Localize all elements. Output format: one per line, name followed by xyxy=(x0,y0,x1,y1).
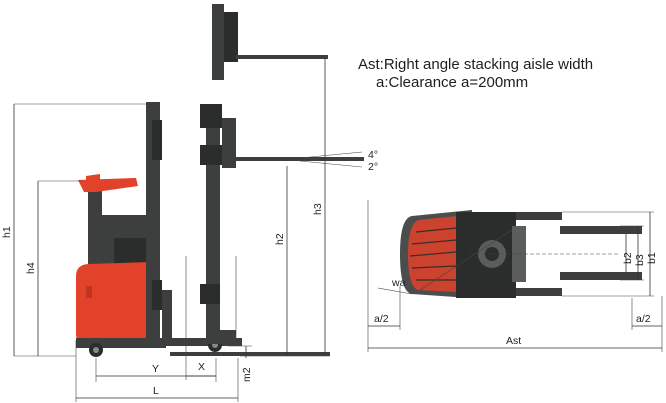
reach-carriage xyxy=(222,118,236,168)
mast-lowered xyxy=(146,102,330,356)
top-fork-lower xyxy=(560,272,642,280)
reach-mast-base xyxy=(200,284,220,304)
chassis xyxy=(76,338,166,348)
extended-mast-channel xyxy=(212,4,224,80)
mast-reached xyxy=(200,104,364,344)
reach-mast-chain xyxy=(200,145,222,165)
tilt-up-label: 4° xyxy=(368,149,378,161)
drive-wheel-hub xyxy=(93,347,99,353)
operator-post xyxy=(88,190,102,270)
reach-mast-channel xyxy=(206,104,220,342)
fork-extended xyxy=(236,55,328,59)
m2-label: m2 xyxy=(241,367,253,382)
note-ast: Ast:Right angle stacking aisle width xyxy=(358,56,593,73)
mast-cylinder-top xyxy=(152,120,162,160)
b1-label: b1 xyxy=(646,252,658,264)
carriage xyxy=(162,290,172,346)
ast-label: Ast xyxy=(506,335,521,347)
a2-right-label: a/2 xyxy=(636,313,651,325)
battery-body xyxy=(76,262,152,340)
tilt-down-label: 2° xyxy=(368,161,378,173)
leg xyxy=(150,338,242,346)
top-turning-radius xyxy=(419,229,513,291)
l-label: L xyxy=(153,385,159,397)
y-label: Y xyxy=(152,363,159,375)
truck-side-view xyxy=(76,174,242,357)
body-badge xyxy=(86,286,92,298)
reach-base-carriage xyxy=(206,330,236,344)
x-label: X xyxy=(198,361,205,373)
tilt-up-line xyxy=(299,151,363,159)
mast-extended xyxy=(212,4,328,80)
h4-label: h4 xyxy=(25,262,37,274)
b2-label: b2 xyxy=(622,252,634,264)
h1-label: h1 xyxy=(1,226,13,238)
extended-carriage xyxy=(224,12,238,62)
h2-label: h2 xyxy=(274,233,286,245)
tilt-down-line xyxy=(299,160,363,168)
fork-raised xyxy=(234,157,364,161)
wa-label: wa xyxy=(391,277,406,289)
truck-top-view xyxy=(400,210,642,298)
reach-mast-head xyxy=(200,104,222,128)
top-fork-upper xyxy=(560,226,642,234)
note-clearance: a:Clearance a=200mm xyxy=(376,74,528,91)
fork-lowered xyxy=(170,352,330,356)
a2-left-label: a/2 xyxy=(374,313,389,325)
wa-line xyxy=(377,287,413,295)
tiller-head xyxy=(86,174,100,188)
mast-cylinder-bottom xyxy=(152,280,162,310)
top-body-ribs xyxy=(409,227,457,281)
b3-label: b3 xyxy=(634,254,646,266)
h3-label: h3 xyxy=(312,203,324,215)
